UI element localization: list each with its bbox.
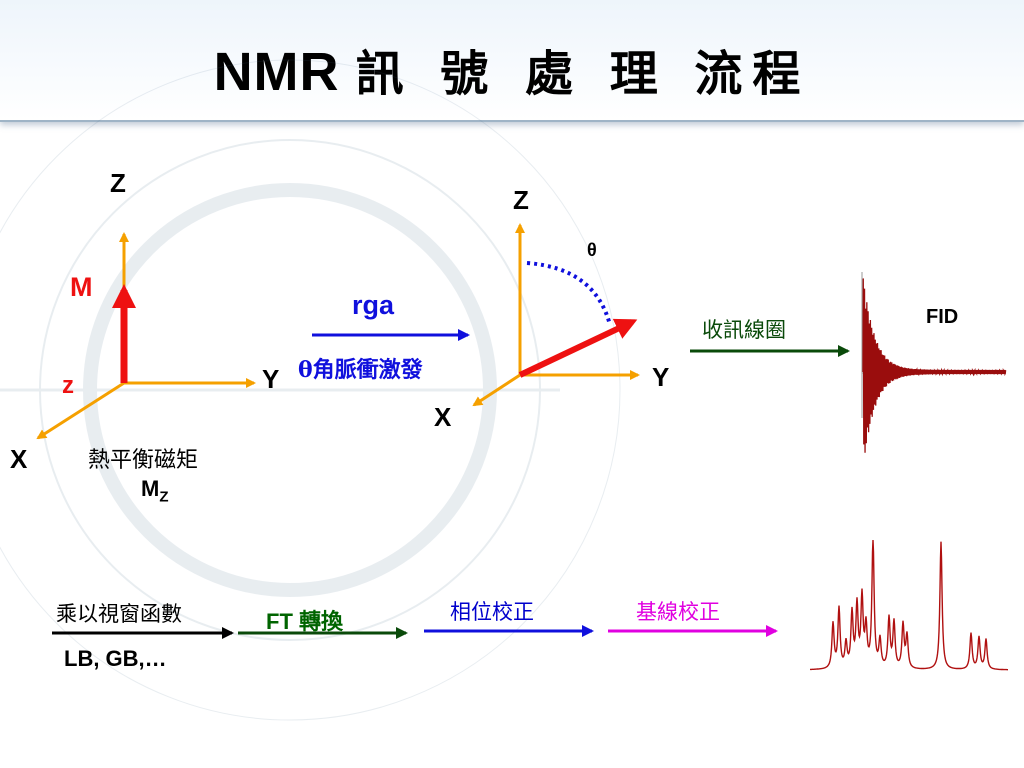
mz-label: MZ [141,476,169,505]
theta-arc [526,261,612,326]
fid-trace [862,278,1007,453]
x-axis-1 [36,381,125,440]
m-vector-label: M [70,272,93,302]
spectrum-trace [810,539,1008,671]
step1-sub: LB, GB,… [64,646,167,671]
step1-label: 乘以視窗函數 [56,602,182,626]
receive-label: 收訊線圈 [702,318,786,342]
d1-z-label: Z [110,168,126,198]
d1-y-label: Y [262,364,280,394]
step4-label: 基線校正 [636,600,720,624]
title-bar: NMR 訊 號 處 理 流程 [0,0,1024,122]
small-z-label: z [62,372,74,399]
tilted-vector [518,318,638,378]
pulse-label-bottom: θ角脈衝激發 [298,357,423,383]
d1-x-label: X [10,444,28,474]
theta-label: θ [587,240,597,260]
spectrum-plot [810,539,1008,671]
title-cjk: 訊 號 處 理 流程 [355,46,811,102]
d2-y-label: Y [652,362,670,392]
d2-x-label: X [434,402,452,432]
mz-subscript: Z [159,488,169,506]
step3-label: 相位校正 [450,600,534,624]
background-decoration [0,59,621,721]
diagram1-axes [36,232,256,440]
fid-plot [861,272,1007,453]
equilibrium-caption: 熱平衡磁矩 [88,448,199,473]
page-title: NMR 訊 號 處 理 流程 [0,34,1024,104]
diagram2-axes [472,223,640,407]
x-axis-2 [472,373,521,407]
pulse-label-top: rga [352,290,395,320]
mz-main: M [141,476,160,501]
step2-label: FT 轉換 [266,609,343,634]
title-latin: NMR [213,42,340,102]
fid-label: FID [926,306,959,328]
d2-z-label: Z [513,185,529,215]
